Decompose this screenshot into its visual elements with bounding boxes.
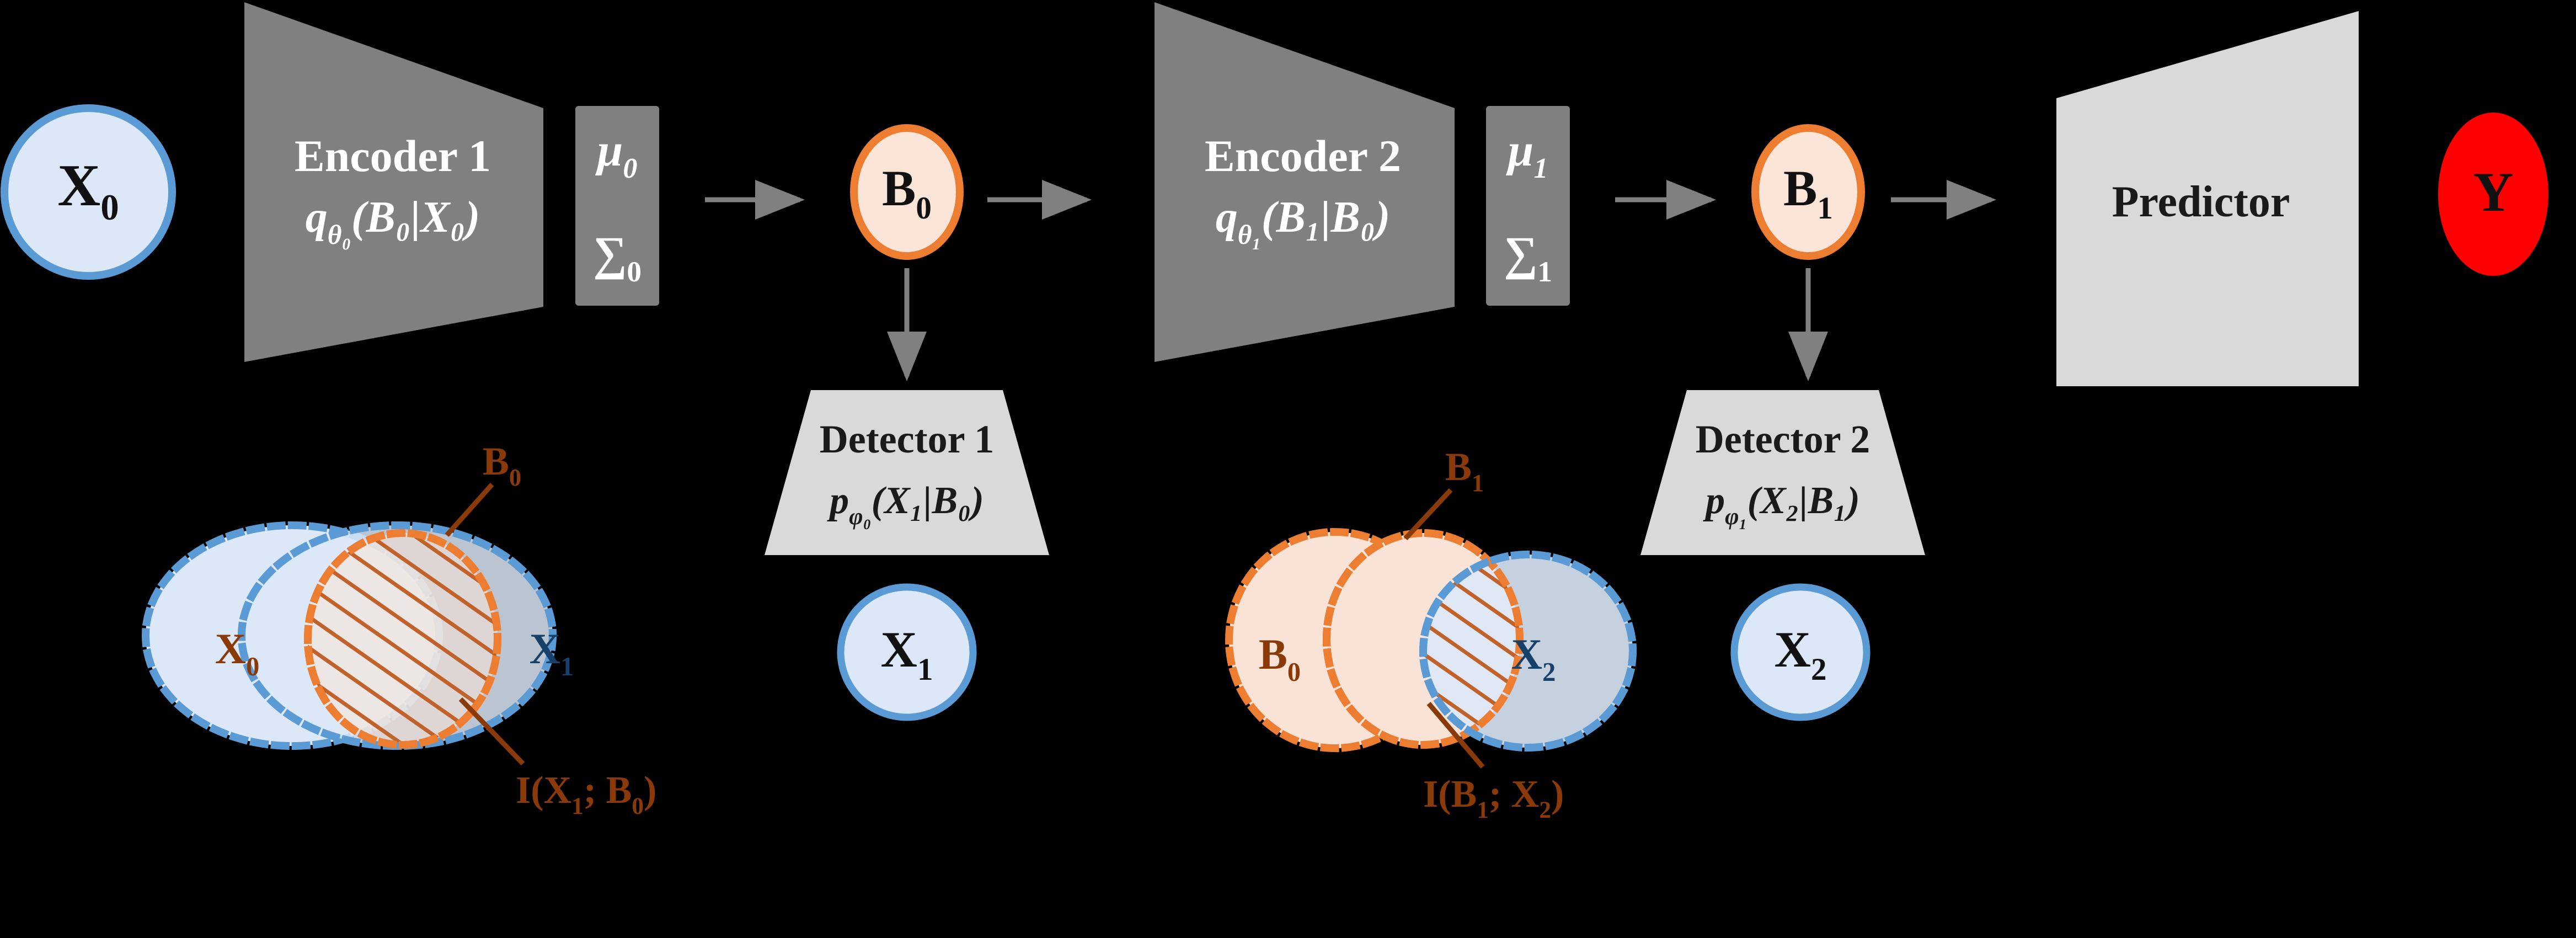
encoder-2-shape: [1155, 2, 1455, 362]
predictor[interactable]: Predictor: [2056, 11, 2359, 386]
venn-right-b1-leader: [1403, 488, 1453, 541]
encoder-1-formula: qθ₀(B₀|X₀): [306, 193, 480, 250]
encoder-2-params-box: [1486, 106, 1570, 306]
encoder-1-title: Encoder 1: [295, 131, 491, 181]
encoder-1-sigma: ∑0: [593, 227, 642, 288]
encoder-1-params: μ0 ∑0: [575, 106, 659, 306]
venn-right-x2-outline: [1419, 551, 1637, 752]
venn-left-b0-label: B0: [483, 439, 521, 491]
venn-right-b1-label: B1: [1445, 445, 1484, 497]
venn-left-x1-label: X1: [530, 625, 574, 681]
encoder-2-formula: qθ₁(B₁|B₀): [1216, 193, 1390, 250]
node-b1[interactable]: B1: [1751, 124, 1865, 260]
encoder-2-params: μ1 ∑1: [1486, 106, 1570, 306]
encoder-1-mu: μ0: [595, 125, 638, 184]
detector-1-title: Detector 1: [820, 417, 994, 461]
node-x2-shape: [1730, 583, 1870, 721]
node-b0[interactable]: B0: [850, 124, 964, 260]
node-x0-label: X0: [57, 153, 119, 228]
predictor-title: Predictor: [2112, 178, 2290, 226]
encoder-2-sigma: ∑1: [1504, 227, 1552, 288]
node-x0[interactable]: X0: [1, 104, 176, 280]
encoder-1[interactable]: Encoder 1 qθ₀(B₀|X₀): [244, 2, 543, 362]
detector-2-title: Detector 2: [1696, 417, 1870, 461]
venn-right-b1-outline: [1323, 529, 1524, 749]
node-b0-label: B0: [882, 160, 932, 226]
venn-right-x2-label: X2: [1511, 630, 1556, 687]
venn-left-b0-leader: [445, 483, 494, 537]
encoder-2[interactable]: Encoder 2 qθ₁(B₁|B₀): [1155, 2, 1455, 362]
node-b1-shape: [1751, 124, 1865, 260]
venn-left: B0 X0 X1 I(X1; B0): [142, 439, 656, 819]
node-x1-shape: [837, 583, 977, 721]
encoder-2-title: Encoder 2: [1205, 131, 1401, 181]
venn-right: B1 B0 X2 I(B1; X2): [1225, 445, 1637, 823]
venn-left-b0-outline: [304, 529, 501, 749]
node-x2[interactable]: X2: [1730, 583, 1870, 721]
venn-left-x0-label: X0: [215, 625, 260, 681]
node-y-label: Y: [2473, 161, 2514, 223]
detector-2-formula: pφ₁(X₂|B₁): [1703, 479, 1860, 530]
encoder-1-shape: [244, 2, 543, 362]
node-x2-label: X2: [1775, 621, 1827, 687]
detector-2[interactable]: Detector 2 pφ₁(X₂|B₁): [1640, 390, 1925, 555]
detector-1-formula: pφ₀(X₁|B₀): [827, 479, 984, 530]
venn-left-x1-outline: [238, 521, 557, 750]
venn-right-b0-label: B0: [1259, 630, 1301, 687]
venn-right-intersection-label: I(B1; X2): [1423, 773, 1564, 823]
venn-left-intersection-hatch: [308, 533, 498, 745]
predictor-shape: [2056, 11, 2359, 386]
detector-1[interactable]: Detector 1 pφ₀(X₁|B₀): [765, 390, 1049, 555]
encoder-1-params-box: [575, 106, 659, 306]
venn-right-intersection-leader: [1426, 702, 1485, 769]
node-y[interactable]: Y: [2438, 113, 2548, 276]
node-y-shape: [2438, 113, 2548, 276]
encoder-2-mu: μ1: [1506, 125, 1548, 184]
node-x1[interactable]: X1: [837, 583, 977, 721]
node-x0-shape: [1, 104, 176, 280]
venn-left-intersection-label: I(X1; B0): [516, 769, 656, 819]
node-x1-label: X1: [881, 621, 933, 687]
detector-1-shape: [765, 390, 1049, 555]
detector-2-shape: [1640, 390, 1925, 555]
node-b0-shape: [850, 124, 964, 260]
node-b1-label: B1: [1783, 160, 1833, 226]
venn-left-intersection-leader: [458, 697, 525, 766]
